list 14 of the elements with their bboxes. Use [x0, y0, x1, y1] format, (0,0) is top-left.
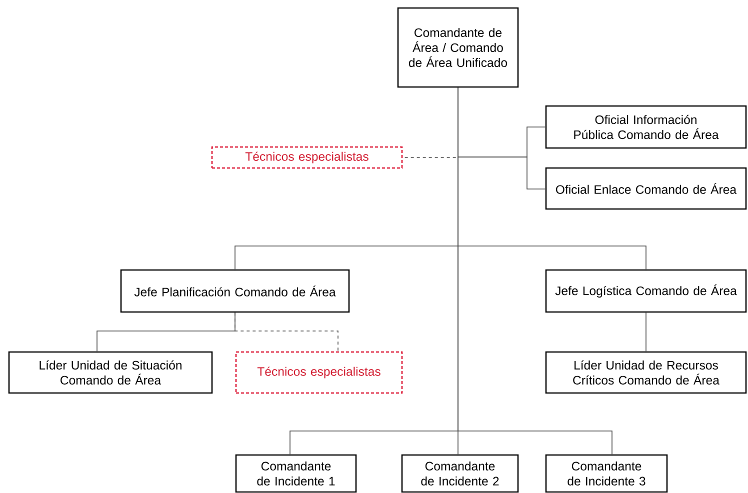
position-box: Líder Unidad de Recursos Críticos Comando de Área — [545, 351, 747, 394]
connector-line — [234, 312, 338, 352]
specialist-box: Técnicos especialistas — [211, 146, 403, 169]
position-box: Oficial Enlace Comando de Área — [545, 167, 747, 210]
position-box: Comandante de Incidente 3 — [545, 454, 668, 493]
position-box: Oficial Información Pública Comando de Área — [545, 105, 747, 149]
connector-line — [458, 87, 612, 456]
position-box: Líder Unidad de Situación Comando de Área — [8, 351, 213, 394]
specialist-box: Técnicos especialistas — [235, 351, 403, 394]
position-box: Comandante de Área / Comando de Área Unificado — [397, 7, 519, 88]
position-box: Comandante de Incidente 2 — [401, 454, 519, 493]
position-box: Comandante de Incidente 1 — [235, 454, 357, 493]
position-box: Jefe Logística Comando de Área — [545, 269, 747, 313]
position-box: Jefe Planificación Comando de Área — [120, 269, 350, 313]
